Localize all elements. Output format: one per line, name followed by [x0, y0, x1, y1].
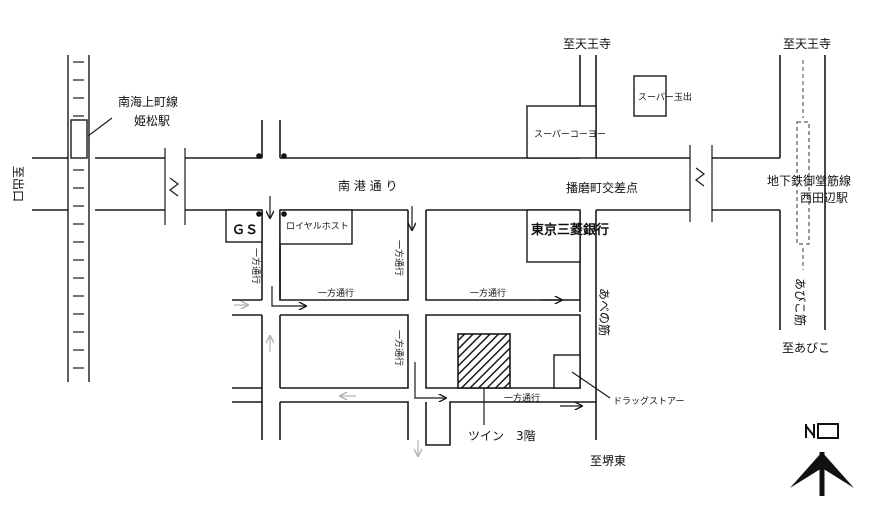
- super-tamade-label: スーパー玉出: [638, 91, 692, 103]
- oneway-vertical-mid-lower-label: 一方通行: [393, 330, 405, 366]
- super-kohyo-building: [526, 105, 597, 159]
- nankai-tram-line: [67, 55, 113, 382]
- twin-3f-label: ツイン 3階: [468, 428, 536, 443]
- to-sakai-higashi-label: 至堺東: [590, 454, 626, 468]
- signal-dot: [281, 153, 287, 159]
- drug-store-label: ドラッグストアー: [613, 395, 684, 407]
- twin-building: [457, 333, 511, 425]
- to-tennoji-center-label: 至天王寺: [563, 37, 611, 51]
- oneway-horizontal-bottom-label: 一方通行: [504, 392, 540, 404]
- street-grid: [225, 120, 611, 456]
- oneway-horizontal-right-label: 一方通行: [470, 287, 506, 299]
- harimacho-intersection-label: 播磨町交差点: [566, 180, 638, 195]
- hatched-building-icon: [457, 333, 511, 389]
- himematsu-station-platform: [70, 119, 88, 159]
- to-deguchi-label: 至出口: [11, 166, 25, 202]
- oneway-horizontal-left-label: 一方通行: [318, 287, 354, 299]
- to-tennoji-right-label: 至天王寺: [783, 37, 831, 51]
- to-abiko-label: 至あびこ: [782, 341, 830, 355]
- minatomachi-street-label: 南 港 通 り: [338, 178, 397, 193]
- minatomachi-street: [32, 145, 780, 225]
- subway-line-label: 地下鉄御堂筋線: [767, 173, 851, 188]
- tokyo-mitsubishi-bank-building: [526, 209, 581, 263]
- gs-label: ＧＳ: [232, 223, 258, 238]
- north-arrow-icon: [790, 423, 854, 496]
- royal-host-label: ロイヤルホスト: [286, 221, 349, 232]
- signal-dot: [256, 153, 262, 159]
- super-tamade-building: [633, 75, 667, 117]
- nishitanabe-station-label: 西田辺駅: [800, 191, 848, 205]
- oneway-vertical-left-label: 一方通行: [250, 248, 262, 284]
- drug-store-building: [553, 354, 581, 389]
- oneway-vertical-mid-upper-label: 一方通行: [393, 240, 405, 276]
- abeno-suji-label: あべの筋: [597, 288, 612, 336]
- tokyo-mitsubishi-label: 東京三菱銀行: [531, 222, 609, 238]
- super-kohyo-label: スーパーコーヨー: [534, 129, 606, 140]
- himematsu-station-label: 姫松駅: [134, 114, 170, 128]
- royal-host-building: [279, 209, 353, 245]
- center-north-road: [526, 55, 667, 159]
- signal-dot: [256, 211, 262, 217]
- nishitanabe-station-box: [796, 121, 810, 245]
- signal-dot: [281, 211, 287, 217]
- abiko-suji-right-label: あびこ筋: [793, 278, 808, 326]
- gas-station-building: [225, 209, 263, 243]
- abiko-suji-road: [779, 55, 826, 330]
- nankai-line-label: 南海上町線: [118, 94, 178, 109]
